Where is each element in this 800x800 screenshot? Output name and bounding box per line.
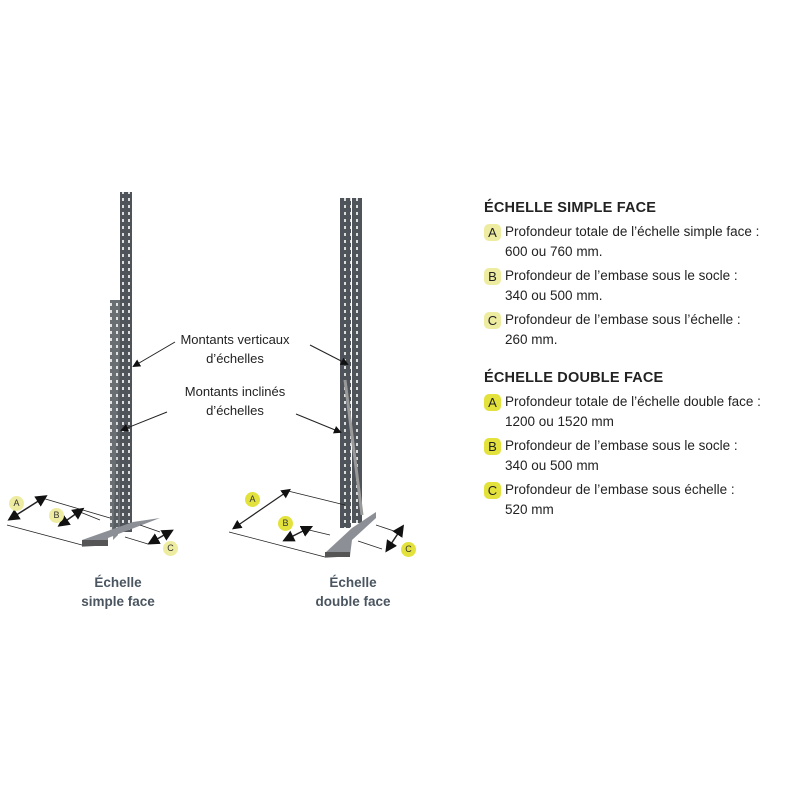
- spec-item: B Profondeur de l’embase sous le socle : 3…: [484, 436, 800, 476]
- spec-value: 340 ou 500 mm.: [505, 288, 603, 303]
- callout-vertical-uprights: Montants verticaux d’échelles: [170, 330, 300, 368]
- callout-line: d’échelles: [206, 351, 264, 366]
- callout-inclined-uprights: Montants inclinés d’échelles: [170, 382, 300, 420]
- spec-label: Profondeur totale de l’échelle simple fa…: [505, 224, 760, 239]
- caption-simple-face: Échelle simple face: [58, 573, 178, 611]
- caption-line: Échelle: [329, 575, 377, 590]
- callout-line: Montants inclinés: [184, 384, 286, 399]
- key-badge: A: [484, 394, 501, 411]
- key-badge: B: [484, 268, 501, 285]
- spec-item: A Profondeur totale de l’échelle simple f…: [484, 222, 800, 262]
- double-face-rack: [325, 198, 376, 558]
- key-badge: B: [484, 438, 501, 455]
- spec-label: Profondeur totale de l’échelle double fa…: [505, 394, 761, 409]
- badge-a-double: A: [245, 492, 260, 507]
- section-title: ÉCHELLE SIMPLE FACE: [484, 200, 657, 216]
- badge-c-simple: C: [163, 541, 178, 556]
- spec-label: Profondeur de l’embase sous le socle :: [505, 438, 738, 453]
- spec-value: 1200 ou 1520 mm: [505, 414, 614, 429]
- spec-item: C Profondeur de l’embase sous échelle : 52…: [484, 480, 800, 520]
- spec-item: B Profondeur de l’embase sous le socle : 3…: [484, 266, 800, 306]
- spec-value: 520 mm: [505, 502, 554, 517]
- badge-b-double: B: [278, 516, 293, 531]
- caption-line: Échelle: [94, 575, 142, 590]
- spec-label: Profondeur de l’embase sous échelle :: [505, 482, 735, 497]
- caption-line: simple face: [81, 594, 155, 609]
- section-title: ÉCHELLE DOUBLE FACE: [484, 370, 664, 386]
- callout-line: Montants verticaux: [180, 332, 290, 347]
- caption-line: double face: [315, 594, 391, 609]
- callout-arrows: [120, 341, 349, 434]
- badge-a-simple: A: [9, 496, 24, 511]
- specs-panel: ÉCHELLE SIMPLE FACE A Profondeur totale d…: [484, 200, 800, 540]
- section-simple-face: ÉCHELLE SIMPLE FACE A Profondeur totale d…: [484, 200, 800, 350]
- badge-b-simple: B: [49, 508, 64, 523]
- spec-value: 260 mm.: [505, 332, 558, 347]
- spec-label: Profondeur de l’embase sous l’échelle :: [505, 312, 741, 327]
- key-badge: C: [484, 312, 501, 329]
- spec-value: 340 ou 500 mm: [505, 458, 599, 473]
- spec-value: 600 ou 760 mm.: [505, 244, 603, 259]
- key-badge: C: [484, 482, 501, 499]
- simple-face-rack: [82, 192, 160, 547]
- key-badge: A: [484, 224, 501, 241]
- caption-double-face: Échelle double face: [293, 573, 413, 611]
- spec-label: Profondeur de l’embase sous le socle :: [505, 268, 738, 283]
- callout-line: d’échelles: [206, 403, 264, 418]
- spec-item: C Profondeur de l’embase sous l’échelle :…: [484, 310, 800, 350]
- dimension-lines-simple: [6, 495, 174, 546]
- dimension-lines-double: [228, 488, 404, 558]
- section-double-face: ÉCHELLE DOUBLE FACE A Profondeur totale d…: [484, 370, 800, 520]
- spec-item: A Profondeur totale de l’échelle double f…: [484, 392, 800, 432]
- badge-c-double: C: [401, 542, 416, 557]
